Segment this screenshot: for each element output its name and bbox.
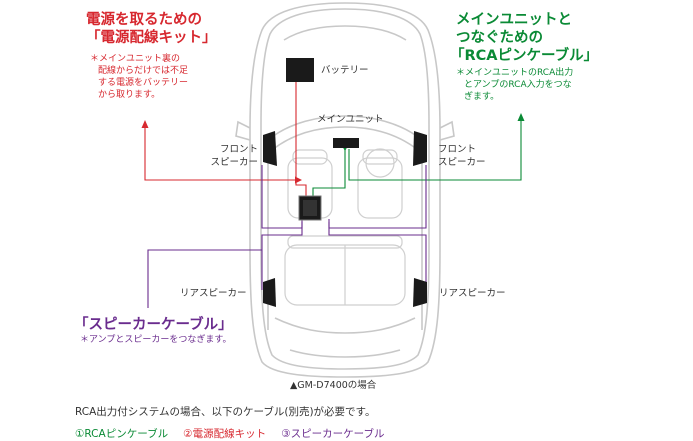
speaker-wire	[147, 165, 427, 308]
power-kit-title-line1: 電源を取るための	[86, 12, 202, 28]
car-outline	[235, 2, 455, 378]
rca-note-line2: とアンプのRCA入力をつな	[464, 80, 572, 90]
front-speaker-left-line2: スピーカー	[210, 157, 258, 168]
battery-label: バッテリー	[321, 65, 369, 76]
speaker-cable-callout: 「スピーカーケーブル」 ＊アンプとスピーカーをつなぎます。	[74, 316, 233, 346]
front-speaker-right	[413, 131, 427, 166]
rca-title-line3: 「RCAピンケーブル」	[450, 48, 599, 64]
speaker-cable-title: 「スピーカーケーブル」	[74, 317, 233, 333]
rca-note-line1: ＊メインユニットのRCA出力	[456, 68, 574, 78]
amplifier	[298, 195, 322, 221]
rear-speaker-left-label: リアスピーカー	[180, 288, 247, 299]
power-kit-title-line2: 「電源配線キット」	[86, 30, 217, 46]
front-speaker-left-line1: フロント	[219, 144, 258, 155]
rca-title-line1: メインユニットと	[456, 12, 572, 28]
rca-note-line3: ぎます。	[464, 92, 500, 102]
rear-speaker-right	[413, 278, 427, 307]
power-kit-note-line3: する電源をバッテリー	[98, 78, 189, 88]
front-speaker-left-label: フロント スピーカー	[210, 143, 258, 169]
power-wire	[144, 82, 307, 203]
front-speaker-right-label: フロント スピーカー	[438, 143, 486, 169]
car-seats	[284, 148, 406, 306]
speaker-cable-note: ＊アンプとスピーカーをつなぎます。	[80, 335, 232, 345]
model-caption: ▲GM-D7400の場合	[290, 380, 377, 391]
rear-speaker-left	[263, 278, 276, 307]
front-speaker-right-line1: フロント	[438, 144, 477, 155]
front-speaker-right-line2: スピーカー	[438, 157, 486, 168]
power-kit-note-line1: ＊メインユニット裏の	[90, 54, 181, 64]
battery-box	[286, 58, 314, 82]
power-arrow	[141, 120, 302, 184]
power-kit-note-line2: 配線からだけでは不足	[98, 66, 189, 76]
power-kit-note-line4: から取ります。	[98, 90, 161, 100]
footer-item-power: ②電源配線キット	[183, 428, 267, 440]
rear-speaker-right-label: リアスピーカー	[439, 288, 506, 299]
rca-cable-callout: メインユニットと つなぐための 「RCAピンケーブル」 ＊メインユニットのRCA…	[450, 11, 598, 103]
footer-item-rca: ①RCAピンケーブル	[75, 428, 169, 440]
main-unit-label: メインユニット	[317, 114, 384, 125]
front-speaker-left	[263, 131, 277, 166]
power-kit-callout: 電源を取るための 「電源配線キット」 ＊メインユニット裏の 配線からだけでは不足…	[86, 11, 217, 101]
rca-title-line2: つなぐための	[456, 30, 543, 46]
footer-items: ①RCAピンケーブル ②電源配線キット ③スピーカーケーブル	[75, 422, 384, 441]
footer-text: RCA出力付システムの場合、以下のケーブル(別売)が必要です。	[75, 406, 376, 418]
main-unit-box	[333, 138, 359, 148]
footer-item-speaker: ③スピーカーケーブル	[281, 428, 385, 440]
